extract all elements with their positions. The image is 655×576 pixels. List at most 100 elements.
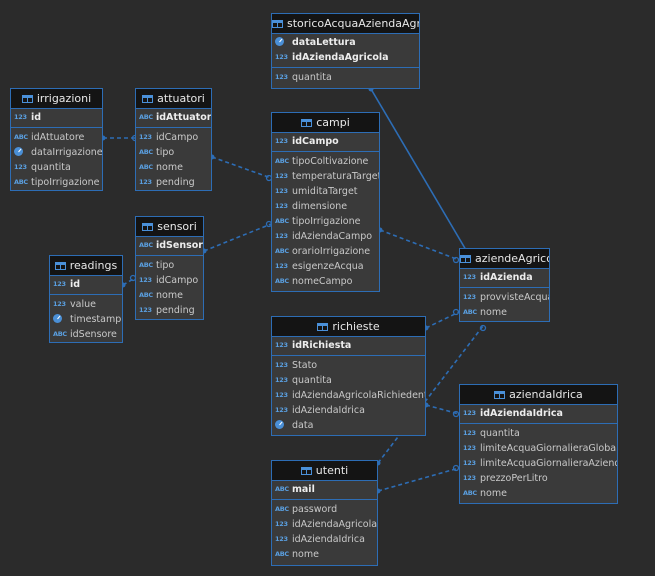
entity-title: readings [69,259,118,272]
entity-attuatori[interactable]: attuatoriABCidAttuatore 123idCampoABCtipo… [135,88,212,191]
column-row[interactable]: data [272,418,425,433]
table-icon [142,95,154,103]
number-type-icon: 123 [139,133,152,141]
number-type-icon: 123 [463,444,476,452]
entity-storicoAcquaAziendaAgricola[interactable]: storicoAcquaAziendaAgricoladataLettura12… [271,13,420,89]
column-name: tipo [156,260,175,271]
table-icon [272,20,283,28]
entity-header[interactable]: aziendaIdrica [460,385,617,405]
entity-header[interactable]: sensori [136,217,203,237]
column-row[interactable]: timestamp [50,312,122,327]
entity-aziendeAgricola[interactable]: aziendeAgricola123idAzienda 123provvisteA… [459,248,550,322]
entity-header[interactable]: readings [50,256,122,276]
entity-title: utenti [315,464,349,477]
entity-header[interactable]: attuatori [136,89,211,109]
column-name: idAziendaIdrica [292,405,365,416]
column-name: quantita [292,72,332,83]
entity-sensori[interactable]: sensoriABCidSensoreABCtipo123idCampoABCn… [135,216,204,320]
text-type-icon: ABC [275,550,289,558]
table-icon [301,119,313,127]
entity-header[interactable]: storicoAcquaAziendaAgricola [272,14,419,34]
edge-campi-aziende [379,229,460,261]
entity-header[interactable]: utenti [272,461,377,481]
entity-header[interactable]: irrigazioni [11,89,102,109]
column-name: idAzienda [480,272,533,283]
entity-title: richieste [332,320,380,333]
number-type-icon: 123 [275,391,288,399]
edge-richieste-idrica [425,404,460,415]
entity-header[interactable]: richieste [272,317,425,337]
entity-header[interactable]: campi [272,113,379,133]
table-icon [142,223,154,231]
entity-title: storicoAcquaAziendaAgricola [287,17,419,30]
key-separator [272,151,379,152]
column-name: idAziendaAgricola [292,519,377,530]
column-row[interactable]: dataIrrigazione [11,145,102,160]
entity-header[interactable]: aziendeAgricola [460,249,549,269]
number-type-icon: 123 [53,280,66,288]
column-name: idAziendaIdrica [292,534,365,545]
key-separator [50,294,122,295]
primary-key-column[interactable]: dataLettura [272,35,419,50]
clock-icon [53,314,62,323]
text-type-icon: ABC [53,330,67,338]
column-name: Stato [292,360,318,371]
